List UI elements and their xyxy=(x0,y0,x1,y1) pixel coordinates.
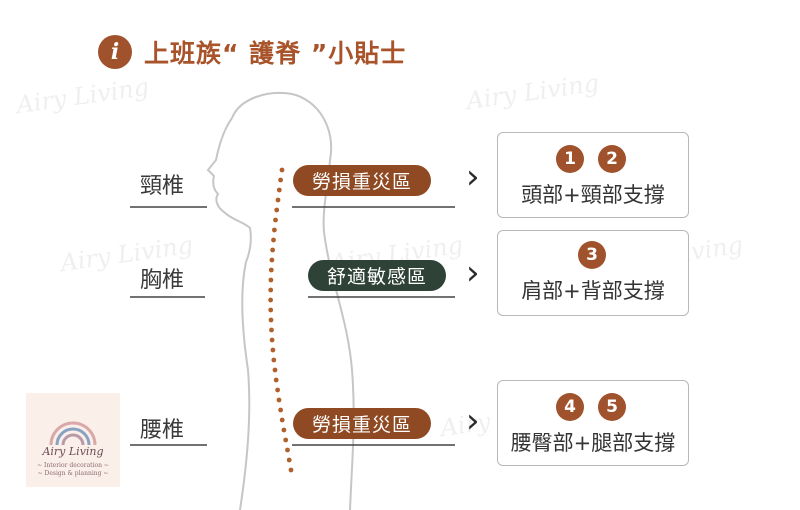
title-text: 上班族“ 護脊 ”小貼士 xyxy=(144,39,407,68)
spine-dots xyxy=(268,167,294,473)
chevron-right-icon: › xyxy=(466,253,480,293)
number-badge: 1 xyxy=(556,145,584,173)
logo-line-2: ~ Design & planning ~ xyxy=(37,470,109,477)
card-text: 腰臀部+腿部支撐 xyxy=(510,431,676,455)
rainbow-logo-icon xyxy=(49,421,97,446)
brand-logo: Airy Living ~ Interior decoration ~ ~ De… xyxy=(26,393,120,487)
number-badge: 2 xyxy=(598,145,626,173)
spine-dot xyxy=(273,217,278,223)
label-lumbar: 腰椎 xyxy=(140,418,185,443)
spine-dot xyxy=(273,377,279,383)
spine-dot xyxy=(268,317,274,323)
spine-dot xyxy=(268,307,274,313)
label-cervical: 頸椎 xyxy=(140,174,185,199)
spine-dot xyxy=(271,237,276,243)
chevron-right-icon: › xyxy=(466,401,480,441)
support-card-waist-leg: 4 5 腰臀部+腿部支撐 xyxy=(497,380,689,466)
logo-name: Airy Living xyxy=(42,445,104,458)
spine-dot xyxy=(268,287,274,293)
chevron-right-icon: › xyxy=(466,157,480,197)
spine-dot xyxy=(275,197,281,203)
spine-dot xyxy=(268,277,274,283)
support-card-shoulder-back: 3 肩部+背部支撐 xyxy=(497,230,689,316)
number-badge: 4 xyxy=(556,393,584,421)
spine-dot xyxy=(274,207,280,213)
spine-dot xyxy=(269,337,275,343)
info-icon: i xyxy=(98,35,132,69)
spine-dot xyxy=(286,457,292,463)
spine-dot xyxy=(279,417,285,423)
zone-badge-thoracic: 舒適敏感區 xyxy=(308,260,446,291)
zone-badge-cervical: 勞損重災區 xyxy=(293,165,431,196)
spine-dot xyxy=(279,167,285,173)
spine-dot xyxy=(278,407,283,413)
spine-dot xyxy=(276,397,282,403)
spine-dot xyxy=(283,437,289,443)
spine-dot xyxy=(270,347,276,353)
card-text: 肩部+背部支撐 xyxy=(521,279,665,303)
spine-dot xyxy=(271,357,277,363)
spine-dot xyxy=(269,327,274,333)
spine-dot xyxy=(270,247,275,253)
spine-dot xyxy=(276,187,282,193)
spine-dot xyxy=(285,447,290,453)
spine-dot xyxy=(278,177,283,183)
card-text: 頭部+頸部支撐 xyxy=(521,183,665,207)
spine-dot xyxy=(288,467,294,473)
spine-dot xyxy=(275,387,280,393)
page-title: i 上班族“ 護脊 ”小貼士 xyxy=(98,30,406,74)
spine-dot xyxy=(272,367,278,373)
spine-dot xyxy=(269,257,275,263)
spine-dot xyxy=(268,267,274,273)
spine-dot xyxy=(268,297,273,303)
number-badge: 3 xyxy=(578,241,606,269)
number-badge: 5 xyxy=(598,393,626,421)
zone-badge-lumbar: 勞損重災區 xyxy=(293,408,431,439)
spine-dot xyxy=(272,227,277,233)
spine-dot xyxy=(281,427,287,433)
label-thoracic: 胸椎 xyxy=(140,268,185,293)
support-card-head-neck: 1 2 頭部+頸部支撐 xyxy=(497,132,689,218)
logo-line-1: ~ Interior decoration ~ xyxy=(37,462,109,469)
